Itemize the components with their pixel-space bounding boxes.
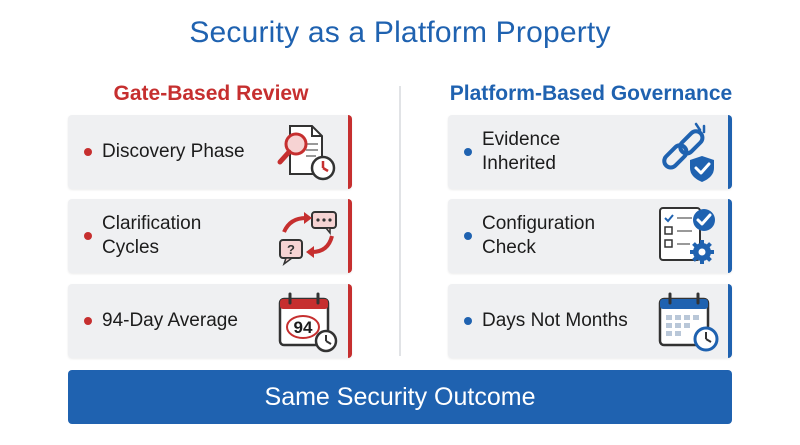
card-label: Days Not Months xyxy=(482,310,628,331)
card-label: Discovery Phase xyxy=(102,141,245,162)
card-discovery-phase: Discovery Phase xyxy=(68,115,352,189)
calendar-number: 94 xyxy=(294,318,313,337)
calendar-clock-icon: 94 xyxy=(278,292,338,353)
checklist-gear-icon xyxy=(659,207,715,264)
gate-based-heading: Gate-Based Review xyxy=(113,82,309,105)
card-label: 94-Day Average xyxy=(102,310,238,331)
column-divider xyxy=(399,86,401,356)
card-evidence-inherited: Evidence Inherited xyxy=(448,115,732,189)
document-search-clock-icon xyxy=(277,125,336,181)
svg-text:?: ? xyxy=(287,242,295,257)
card-days-not-months: Days Not Months xyxy=(448,284,732,358)
chain-link-shield-icon xyxy=(662,122,714,182)
card-label: Configuration Check xyxy=(482,213,596,258)
card-label: Clarification Cycles xyxy=(102,213,202,258)
card-clarification-cycles: Clarification Cycles ? xyxy=(68,199,352,273)
platform-based-heading: Platform-Based Governance xyxy=(449,82,733,105)
bullet-dot xyxy=(464,232,472,240)
bullet-dot xyxy=(464,317,472,325)
bullet-dot xyxy=(84,317,92,325)
card-configuration-check: Configuration Check xyxy=(448,199,732,273)
calendar-clock-icon xyxy=(658,292,719,352)
card-label: Evidence Inherited xyxy=(482,129,561,174)
page-title: Security as a Platform Property xyxy=(189,16,611,49)
chat-cycle-icon: ? xyxy=(279,211,337,267)
bullet-dot xyxy=(84,148,92,156)
card-94-day-average: 94-Day Average 94 xyxy=(68,284,352,358)
outcome-banner: Same Security Outcome xyxy=(68,370,732,424)
bullet-dot xyxy=(464,148,472,156)
bullet-dot xyxy=(84,232,92,240)
